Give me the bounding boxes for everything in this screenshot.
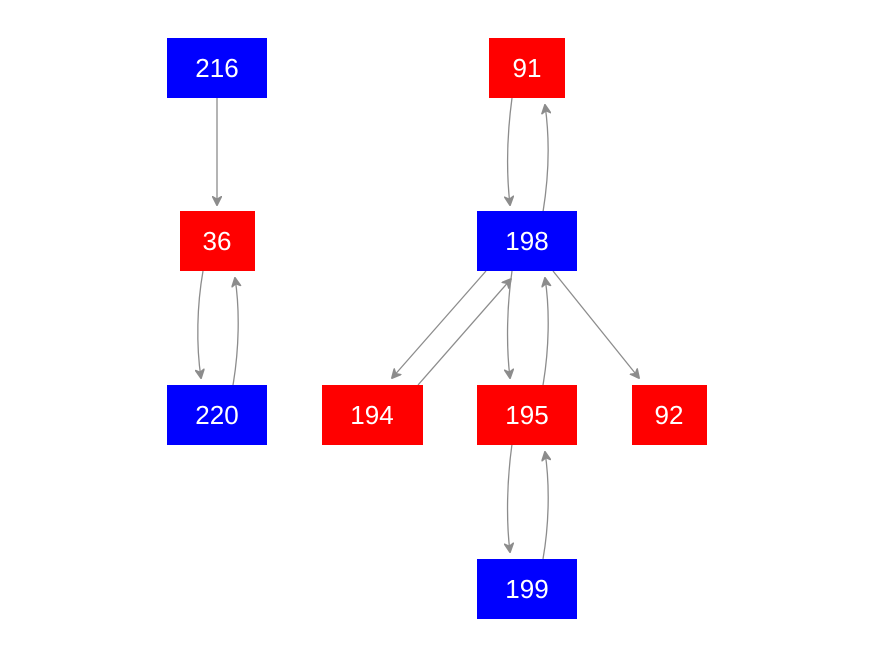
edge-198-to-91 xyxy=(543,105,548,213)
edge-195-to-199 xyxy=(508,443,512,552)
edge-36-to-220 xyxy=(198,270,203,378)
node-194-box xyxy=(322,385,423,445)
node-220: 220 xyxy=(167,385,267,445)
node-220-label: 220 xyxy=(195,400,238,430)
node-91-box xyxy=(489,38,565,98)
node-198-box xyxy=(477,211,577,271)
node-91: 91 xyxy=(489,38,565,98)
node-194-label: 194 xyxy=(350,400,393,430)
edge-195-to-198 xyxy=(543,278,548,386)
edge-194-to-198 xyxy=(417,279,511,386)
node-92: 92 xyxy=(632,385,707,445)
node-36: 36 xyxy=(180,211,255,271)
edge-198-to-194 xyxy=(392,270,487,378)
node-91-label: 91 xyxy=(513,53,542,83)
node-195-box xyxy=(477,385,577,445)
node-195: 195 xyxy=(477,385,577,445)
node-194: 194 xyxy=(322,385,423,445)
node-199-label: 199 xyxy=(505,574,548,604)
node-92-label: 92 xyxy=(655,400,684,430)
node-36-label: 36 xyxy=(203,226,232,256)
edges xyxy=(198,97,639,560)
node-198: 198 xyxy=(477,211,577,271)
node-216: 216 xyxy=(167,38,267,98)
node-195-label: 195 xyxy=(505,400,548,430)
node-199: 199 xyxy=(477,559,577,619)
edge-91-to-198 xyxy=(508,97,512,205)
edge-198-to-92 xyxy=(552,270,639,378)
edge-220-to-36 xyxy=(233,278,238,386)
node-220-box xyxy=(167,385,267,445)
node-36-box xyxy=(180,211,255,271)
node-92-box xyxy=(632,385,707,445)
edge-199-to-195 xyxy=(543,452,548,560)
nodes: 216 36 220 91 198 194 195 92 xyxy=(167,38,707,619)
node-216-label: 216 xyxy=(195,53,238,83)
edge-198-to-195 xyxy=(508,270,512,378)
node-198-label: 198 xyxy=(505,226,548,256)
node-216-box xyxy=(167,38,267,98)
node-199-box xyxy=(477,559,577,619)
